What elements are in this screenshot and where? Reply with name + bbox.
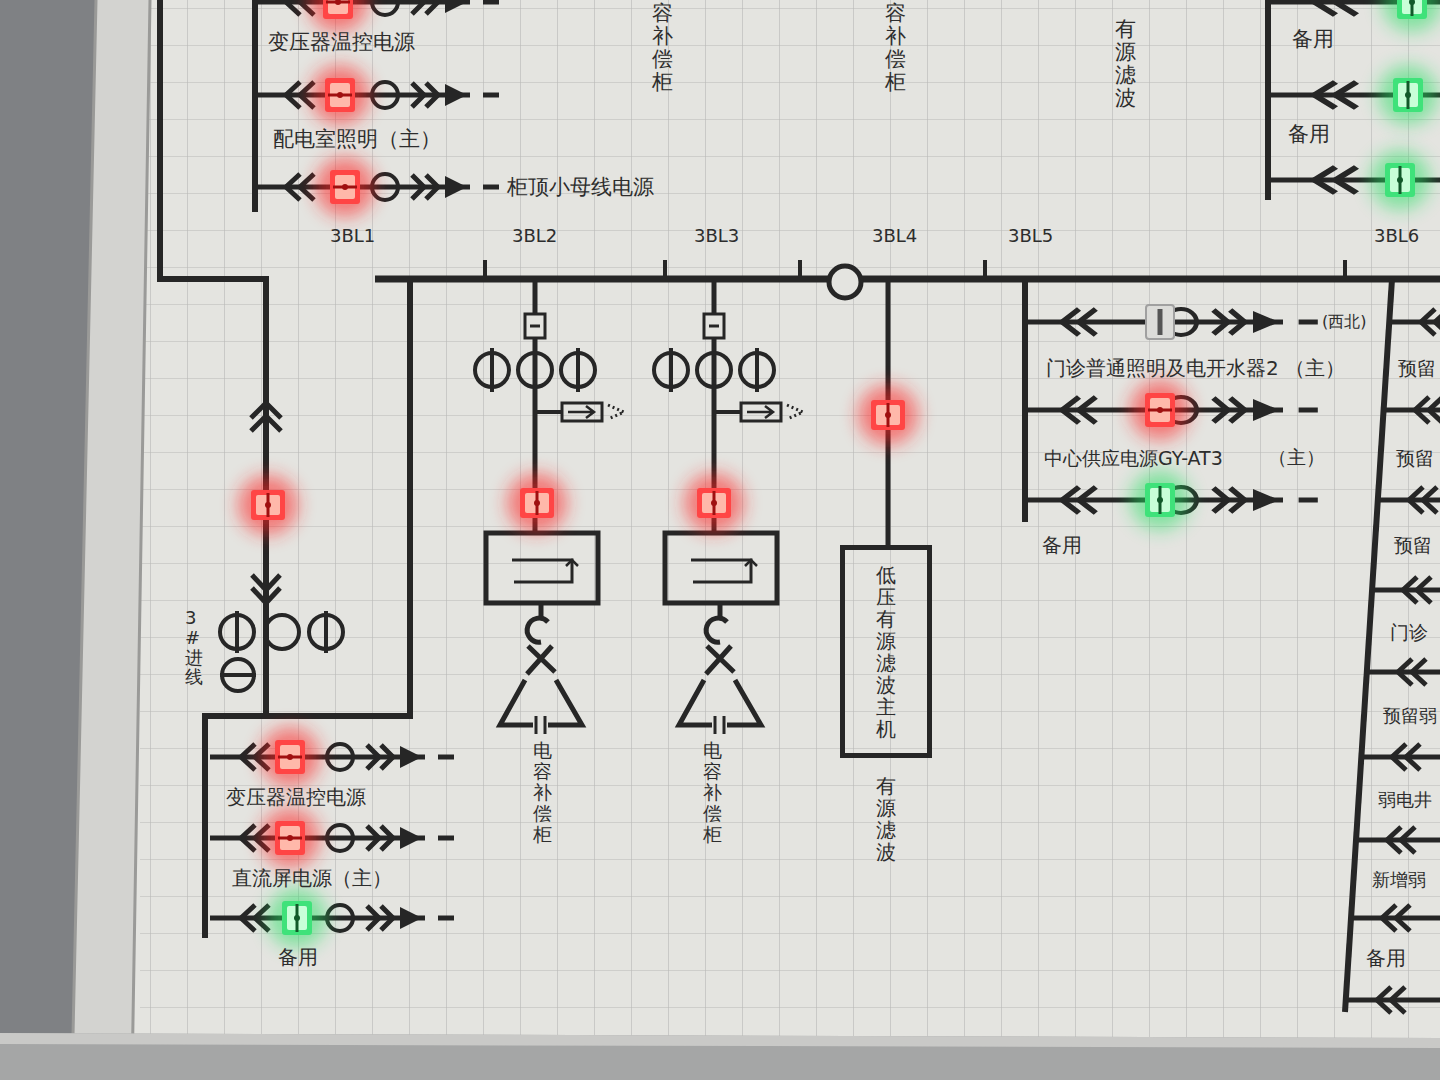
feeder-note: （主） (1268, 446, 1325, 469)
switch-off (1146, 305, 1174, 339)
feeder-name: 预留 (1398, 357, 1436, 380)
panel-number: 3BL5 (1008, 225, 1053, 247)
panel-number: 3BL6 (1374, 225, 1419, 247)
bus-tie-symbol (829, 266, 861, 298)
box-name: 低压有源滤波主机 (876, 564, 896, 740)
feeder-name: 预留 (1394, 534, 1432, 557)
feeder-name: 门诊普通照明及电开水器2 （主） (1046, 356, 1345, 380)
indicator-lights (238, 0, 1440, 948)
panel-number: 3BL2 (512, 225, 557, 247)
feeder-name: 预留 (1396, 447, 1434, 470)
feeder-name: 备用 (278, 945, 318, 969)
feeder-name: 直流屏电源（主） (232, 866, 392, 890)
box-caption: 有源滤波 (876, 775, 896, 863)
feeder-name: 备用 (1292, 27, 1334, 52)
cabinet-name: 容补偿柜 (652, 2, 673, 94)
feeder-name: 预留弱 (1383, 705, 1437, 727)
feeder-name: 备用 (1366, 946, 1406, 970)
feeder-name: 变压器温控电源 (226, 785, 366, 809)
incoming-symbols (220, 403, 343, 691)
feeder-name: 门诊 (1390, 621, 1428, 644)
cabinet-name: 电容补偿柜 (533, 740, 552, 844)
capacitor-branch (475, 282, 624, 734)
panel-number: 3BL1 (330, 225, 375, 247)
busbars (160, 0, 1440, 1012)
feeders (210, 0, 1440, 1013)
capacitor-branch (654, 282, 803, 734)
incoming-name: 3#进线 (185, 608, 208, 687)
feeder-name: 备用 (1288, 122, 1330, 147)
feeder-name: 变压器温控电源 (268, 30, 415, 55)
feeder-name: 柜顶小母线电源 (507, 175, 654, 200)
filter-host-box: 低压有源滤波主机有源滤波 (840, 545, 932, 758)
grid (140, 0, 1440, 1080)
feeder-name: 中心供应电源GY-AT3 (1044, 447, 1223, 470)
feeder-note: (西北) (1322, 312, 1366, 331)
feeder-name: 新增弱 (1372, 869, 1426, 891)
feeder-name: 配电室照明（主） (273, 127, 441, 152)
cabinet-name: 容补偿柜 (885, 2, 906, 94)
cabinet-name: 有源滤波 (1115, 18, 1136, 110)
feeder-name: 备用 (1042, 533, 1082, 557)
cabinet-name: 电容补偿柜 (703, 740, 722, 844)
feeder-name: 弱电井 (1378, 789, 1432, 811)
panel-number: 3BL3 (694, 225, 739, 247)
panel-number: 3BL4 (872, 225, 917, 247)
